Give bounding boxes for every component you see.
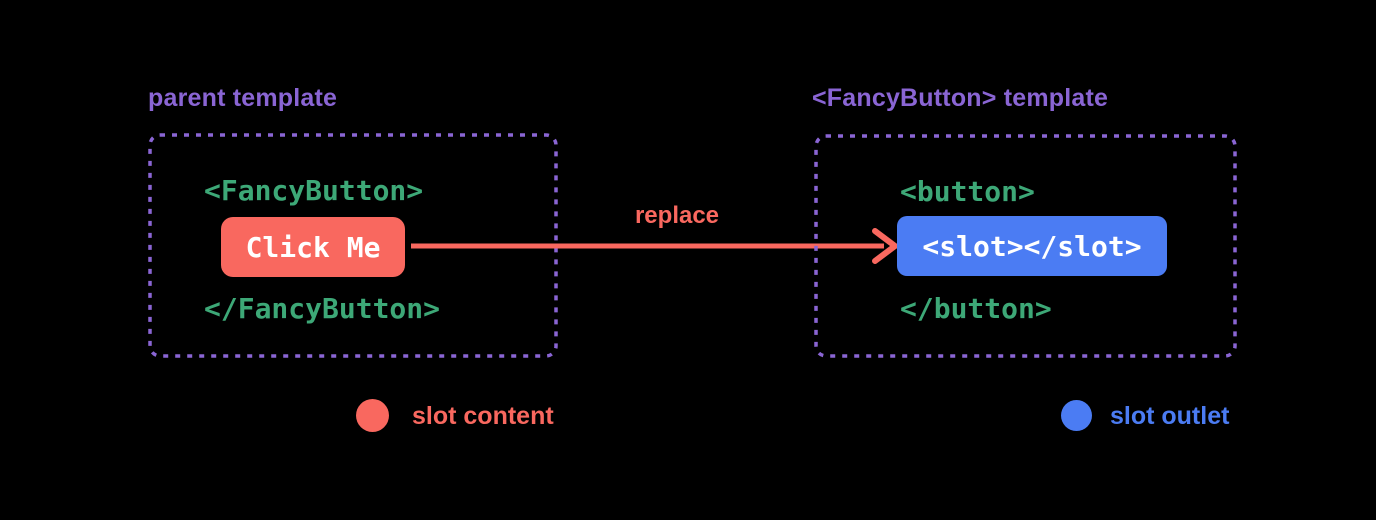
replace-arrow xyxy=(411,228,898,264)
fancybutton-open-tag: <FancyButton> xyxy=(204,174,424,207)
slot-outlet-legend-label: slot outlet xyxy=(1110,402,1230,430)
component-template-label: <FancyButton> template xyxy=(812,84,1109,112)
button-open-tag: <button> xyxy=(900,175,1035,208)
replace-label: replace xyxy=(634,202,720,229)
slot-outlet-dot-icon xyxy=(1061,400,1092,431)
parent-template-label: parent template xyxy=(148,84,338,112)
click-me-label: Click Me xyxy=(245,230,381,264)
button-close-tag: </button> xyxy=(900,292,1052,325)
fancybutton-close-tag: </FancyButton> xyxy=(204,292,441,325)
parent-template-box xyxy=(148,133,558,358)
slot-outlet-box: <slot></slot> xyxy=(897,216,1167,276)
slot-code-label: <slot></slot> xyxy=(922,229,1142,263)
component-template-box xyxy=(814,134,1237,358)
arrowhead-icon xyxy=(872,228,898,264)
slot-content-legend-label: slot content xyxy=(412,402,554,430)
click-me-button: Click Me xyxy=(221,217,405,277)
slot-content-dot-icon xyxy=(356,399,389,432)
